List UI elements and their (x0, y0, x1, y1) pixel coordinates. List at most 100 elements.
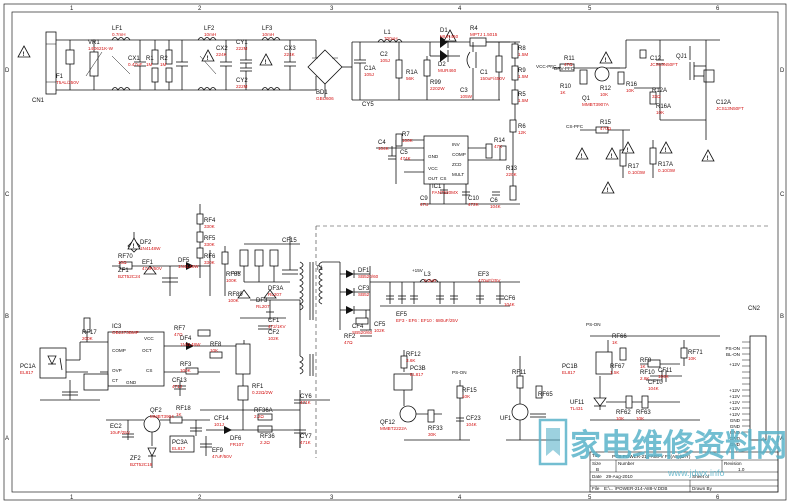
rf15-value: 10K (462, 394, 471, 399)
c4-ref: C4 (378, 140, 386, 146)
c2-ref: C2 (380, 52, 388, 58)
bd1-value: GBU606 (316, 96, 334, 101)
rf7-ref: RF7 (174, 326, 186, 332)
cy2-value: 222M (236, 84, 248, 89)
number-label: Number (618, 461, 635, 466)
cf11-ref: CF11 (658, 368, 673, 374)
net-label: PS-ON (452, 370, 467, 375)
c1a-value: 105J (364, 72, 374, 77)
lf3-value: 10mH (262, 32, 274, 37)
ef5-value: EF3 - EF6 : EF10 : 680uF/25V (396, 318, 459, 323)
rf70-ref: RF70 (118, 254, 133, 260)
qf12-ref: QF12 (380, 420, 396, 426)
rf8-ref: RF8 (210, 342, 222, 348)
r17a-value: 0.10/3W (658, 168, 676, 173)
zone-col-label: 1 (70, 495, 74, 501)
cy1-value: 222M (236, 46, 248, 51)
rf66-value: 1K (612, 340, 619, 345)
svg-text:!: ! (665, 148, 667, 154)
c2-value: 105J (380, 58, 390, 63)
cn2-connector (749, 335, 767, 441)
pc3a-ref: PC3A (172, 440, 188, 446)
pc1b-optocoupler (595, 351, 613, 375)
net-label: +12V (729, 406, 741, 411)
r1a-ref: R1A (406, 70, 418, 76)
cn2-pin-lines (742, 341, 750, 433)
ef5-ref: EF5 (396, 312, 408, 318)
ef3-value: 470uF/25V (478, 278, 501, 283)
pfc-section (352, 36, 720, 200)
rf88-ref: RF88 (226, 272, 241, 278)
warning-icon: ! (17, 45, 31, 58)
cf2-value: 102K (268, 336, 280, 341)
cf14-ref: CF14 (214, 416, 229, 422)
r14-ref: R14 (494, 138, 506, 144)
q1-ref: Q1 (582, 96, 591, 102)
net-label: GND (730, 442, 741, 447)
rf63-ref: RF63 (636, 410, 651, 416)
r1a-value: 56K (406, 76, 415, 81)
warning-icon: ! (443, 29, 457, 42)
rf6-ref: RF6 (204, 254, 216, 260)
c3-value: 105W (460, 94, 473, 99)
bd1-bridge (307, 49, 343, 85)
net-label: GND (730, 430, 741, 435)
cf3-ref: CF3 (358, 286, 370, 292)
rf62-ref: RF62 (616, 410, 631, 416)
c10-ref: C10 (468, 196, 480, 202)
net-label: PS-ON (725, 346, 740, 351)
c3-ref: C3 (460, 88, 468, 94)
warning-icon: ! (575, 147, 589, 160)
qf2-ref: QF2 (150, 408, 162, 414)
net-label: DRV-PFC (554, 66, 575, 71)
title-label: Title (592, 453, 601, 458)
r6-value: 12K (518, 130, 527, 135)
l1-ref: L1 (384, 30, 391, 36)
net-label: GND (730, 418, 741, 423)
r16-ref: R16 (626, 82, 638, 88)
ic3-value: OB2273BMP (112, 330, 139, 335)
zone-col-label: 3 (330, 495, 334, 501)
cf13-value: 471J (172, 384, 182, 389)
svg-text:!: ! (449, 36, 451, 42)
rf17-value: 200K (82, 336, 94, 341)
rf4-ref: RF4 (204, 218, 216, 224)
ic1-pin-label: COMP (452, 152, 466, 157)
c12a-ref: C12A (716, 100, 731, 106)
inner-border (11, 11, 779, 493)
ec2-value: 10uF/25V (110, 430, 131, 435)
qf1-mosfet (235, 343, 251, 375)
r9-ref: R9 (518, 68, 526, 74)
df4-ref: DF4 (180, 336, 192, 342)
q1-transistor (594, 66, 610, 82)
qf12-value: MMBT2222A (380, 426, 408, 431)
c1a-ref: C1A (364, 66, 376, 72)
cy5-ref: CY5 (362, 102, 374, 108)
ef3-ref: EF3 (478, 272, 490, 278)
warning-icon: ! (601, 181, 615, 194)
rf11-ref: RF11 (512, 370, 527, 376)
cf13-ref: CF13 (172, 378, 187, 384)
rf6-value: 330K (204, 260, 216, 265)
cf5-value: 102K (374, 328, 386, 333)
ic1-pin-label: INV (452, 142, 461, 147)
rf67-ref: RF67 (610, 364, 625, 370)
ic1-pin-label: CS (440, 176, 446, 181)
net-label: GND (730, 436, 741, 441)
cf1-ref: CF1 (268, 318, 280, 324)
ic3-pin-label: CT (112, 378, 118, 383)
pc1b-ref: PC1B (562, 364, 578, 370)
zone-col-label: 2 (198, 495, 202, 501)
c9-value: 47U (420, 202, 428, 207)
qf2-value: MMBT3904 (150, 414, 174, 419)
zone-row-label: B (780, 314, 784, 320)
watermark-url: www.jdwx.info (667, 468, 725, 478)
ic1-value: FAN7530MX (432, 190, 458, 195)
date-value: 29-Aug-2010 (606, 474, 633, 479)
svg-text:!: ! (265, 60, 267, 66)
net-label: +12V (230, 270, 242, 275)
rf2-value: 47Ω (344, 340, 353, 345)
